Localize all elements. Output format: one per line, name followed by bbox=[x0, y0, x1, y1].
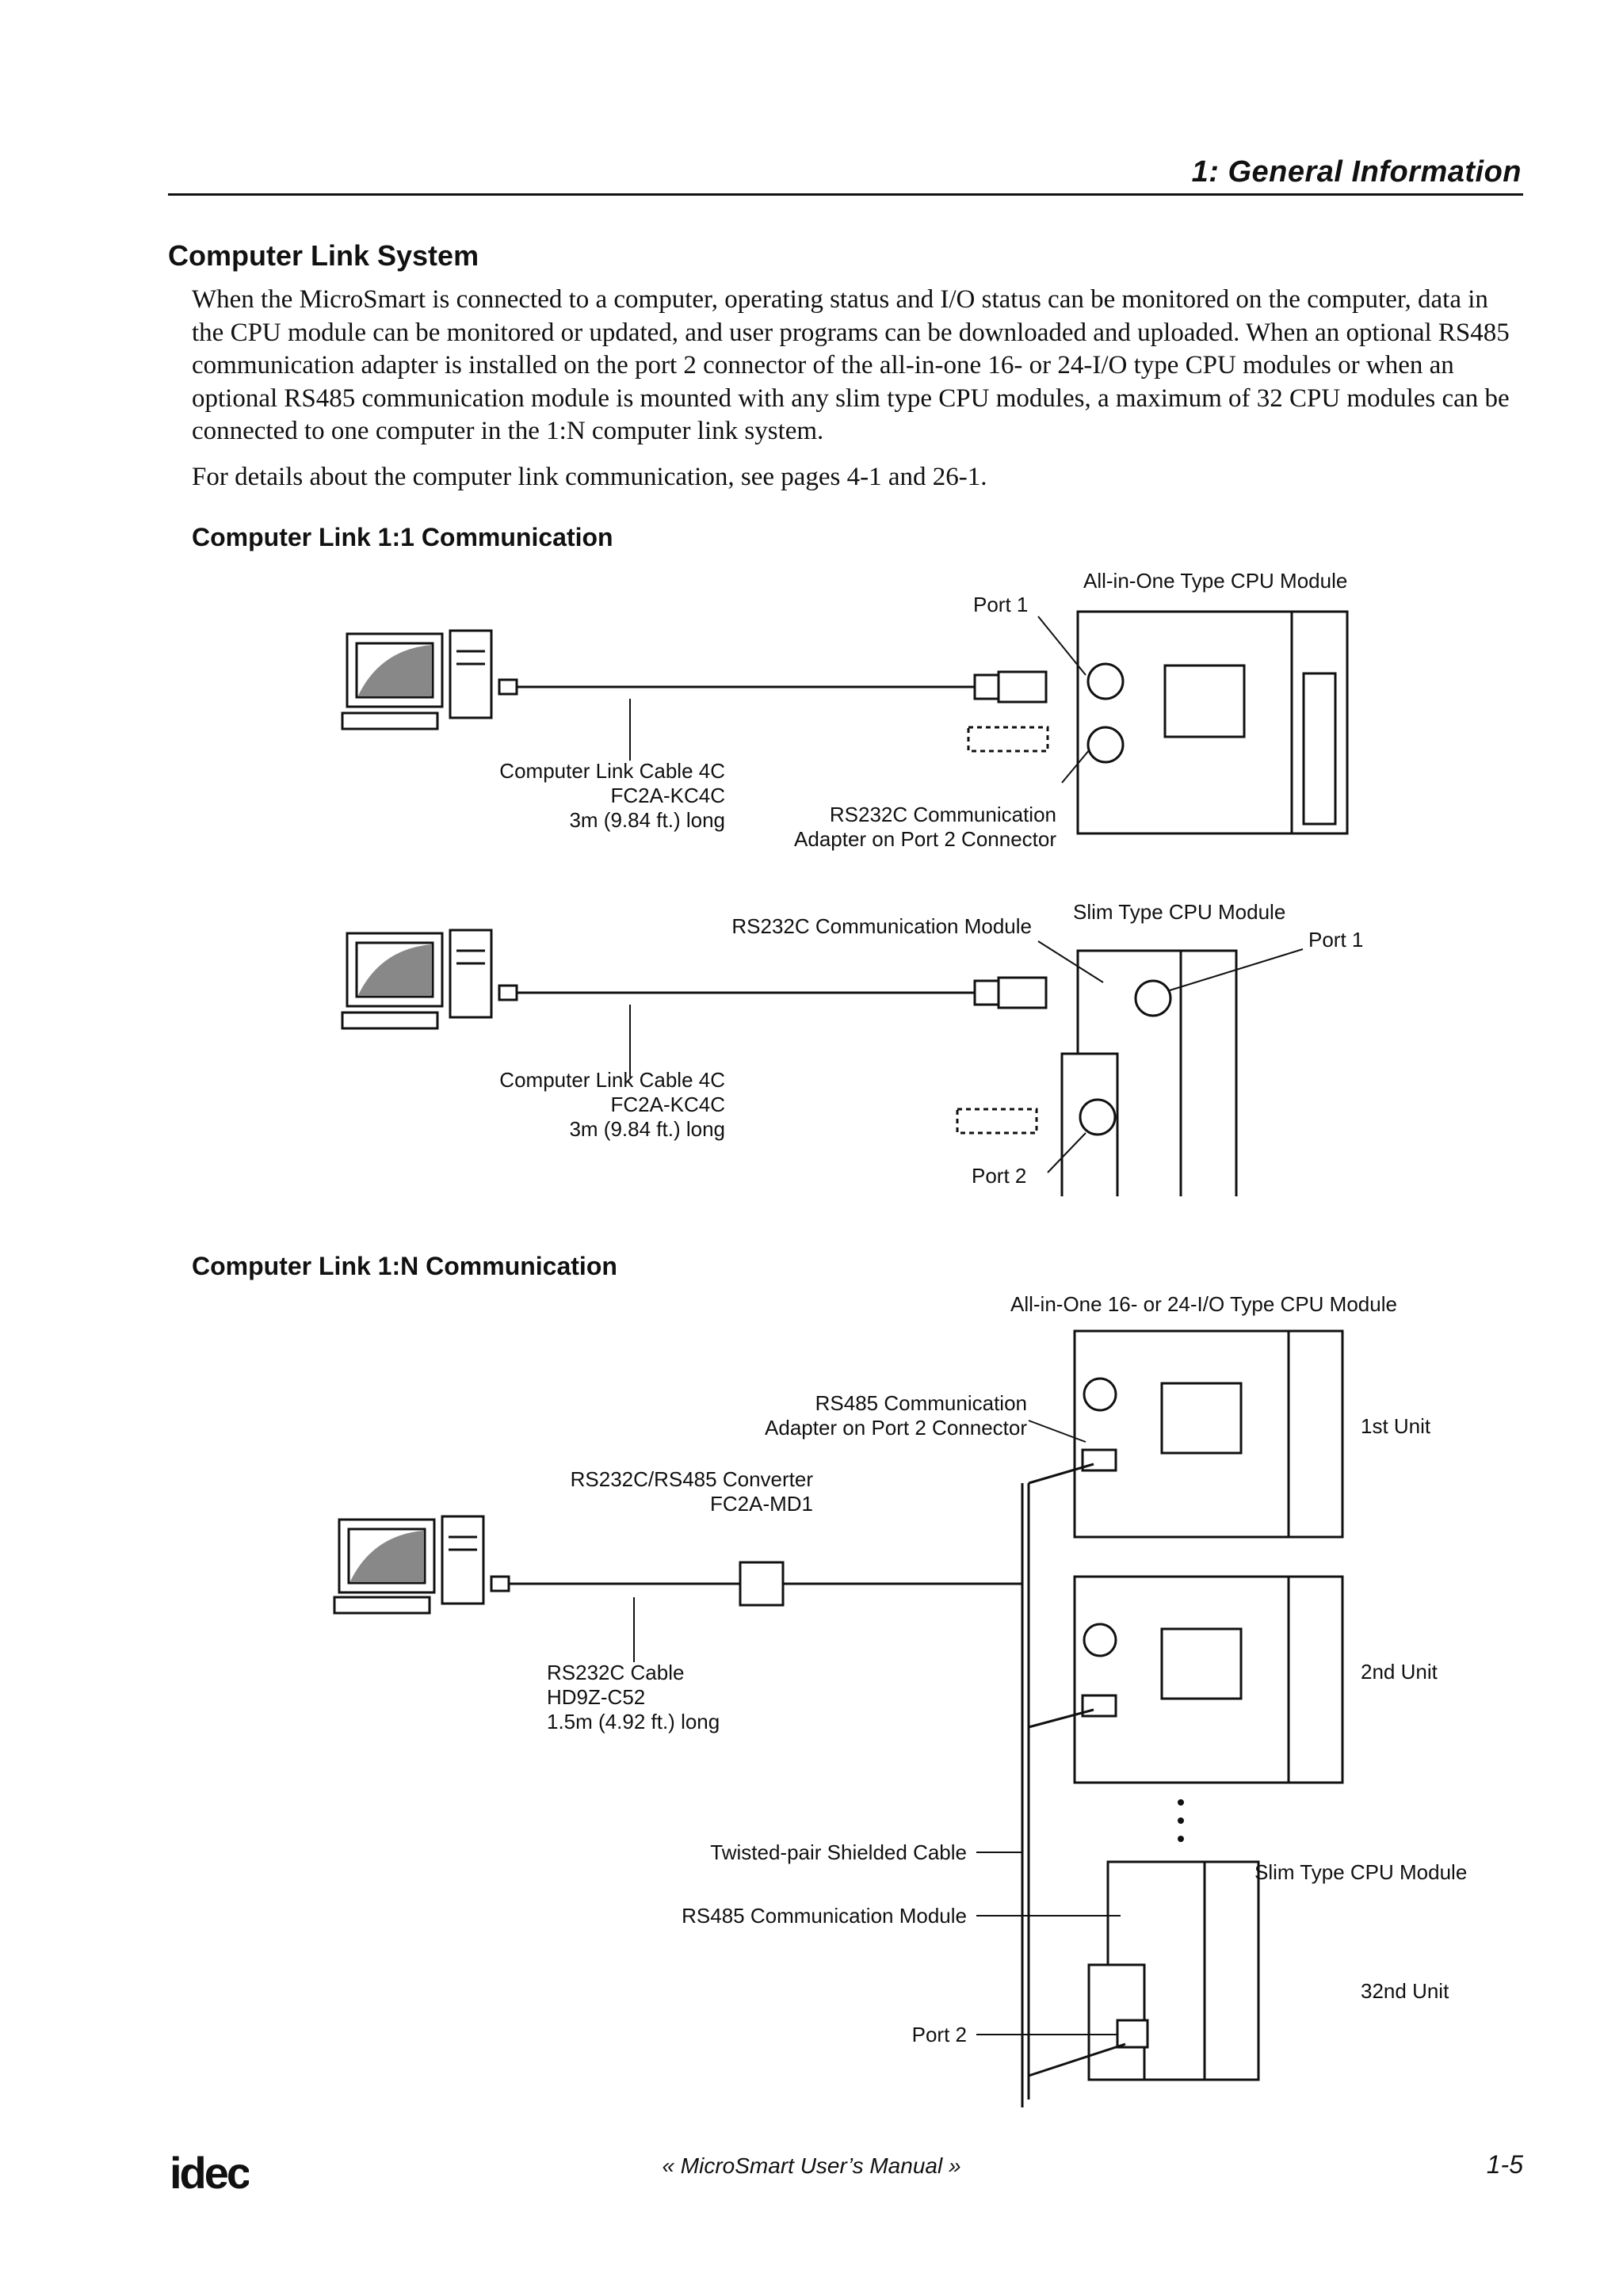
diagram-1-1-allinone: All-in-One Type CPU Module Port 1 Comput… bbox=[341, 569, 1349, 851]
ellipsis-dots bbox=[1178, 1799, 1184, 1842]
rs485-module-label: RS485 Communication Module bbox=[682, 1904, 967, 1928]
slim-port1-label: Port 1 bbox=[1308, 928, 1363, 952]
rs232c-cable-length-label: 1.5m (4.92 ft.) long bbox=[547, 1710, 720, 1733]
module-label: RS232C Communication Module bbox=[731, 914, 1032, 938]
cable2-length-label: 3m (9.84 ft.) long bbox=[569, 1117, 725, 1141]
cable-plug-right bbox=[973, 976, 1048, 1009]
converter-part-label: FC2A-MD1 bbox=[710, 1492, 813, 1516]
allinone-cpu-module bbox=[1076, 610, 1349, 835]
converter-name-label: RS232C/RS485 Converter bbox=[571, 1467, 814, 1491]
twisted-label: Twisted-pair Shielded Cable bbox=[710, 1840, 967, 1864]
diagram-1-1-slim: RS232C Communication Module Slim Type CP… bbox=[341, 900, 1363, 1196]
rs232c-cable-part-label: HD9Z-C52 bbox=[547, 1685, 645, 1709]
manual-title: « MicroSmart User’s Manual » bbox=[662, 2153, 961, 2178]
module-pointer bbox=[1037, 940, 1104, 983]
subheading-1-n: Computer Link 1:N Communication bbox=[192, 1252, 617, 1280]
cpu-unit-32-slim bbox=[1087, 1860, 1260, 2081]
adapter-label-line2: Adapter on Port 2 Connector bbox=[794, 827, 1056, 851]
adapter-label-line2: Adapter on Port 2 Connector bbox=[765, 1416, 1027, 1440]
cpu-unit-1 bbox=[1073, 1329, 1344, 1539]
allinone-label: All-in-One Type CPU Module bbox=[1083, 569, 1347, 593]
unit1-label: 1st Unit bbox=[1361, 1414, 1431, 1438]
cable-length-label: 3m (9.84 ft.) long bbox=[569, 808, 725, 832]
slim-label: Slim Type CPU Module bbox=[1073, 900, 1285, 924]
computer-icon bbox=[333, 1515, 485, 1615]
slim-port2-pointer bbox=[1047, 1132, 1086, 1173]
optional-plug-dashed bbox=[967, 726, 1049, 753]
allinone-label: All-in-One 16- or 24-I/O Type CPU Module bbox=[1010, 1292, 1397, 1316]
optional-plug-dashed bbox=[956, 1108, 1038, 1135]
cable-part-label: FC2A-KC4C bbox=[611, 784, 725, 807]
cable-plug-right bbox=[973, 670, 1048, 704]
cpu-unit-2 bbox=[1073, 1575, 1344, 1784]
intro-paragraph: When the MicroSmart is connected to a co… bbox=[192, 285, 1510, 445]
adapter-label-line1: RS232C Communication bbox=[830, 803, 1056, 826]
diagram-1-n: All-in-One 16- or 24-I/O Type CPU Module… bbox=[333, 1292, 1467, 2107]
port1-label: Port 1 bbox=[973, 593, 1028, 616]
section-heading: Computer Link System bbox=[168, 239, 479, 272]
cable2-part-label: FC2A-KC4C bbox=[611, 1093, 725, 1116]
cable-connector-left bbox=[498, 678, 518, 696]
header-rule bbox=[168, 193, 1523, 196]
unit1-drop bbox=[1028, 1463, 1094, 1485]
idec-logo: idec bbox=[170, 2149, 249, 2196]
slim-label: Slim Type CPU Module bbox=[1254, 1860, 1467, 1884]
subheading-1-1: Computer Link 1:1 Communication bbox=[192, 523, 613, 551]
unit32-label: 32nd Unit bbox=[1361, 1979, 1449, 2003]
idec-logo-text: idec bbox=[170, 2149, 249, 2196]
chapter-title: 1: General Information bbox=[1191, 155, 1522, 189]
adapter-pointer bbox=[1061, 749, 1090, 784]
slim-port1-pointer bbox=[1169, 948, 1304, 991]
port1-pointer bbox=[1037, 616, 1086, 676]
unit2-label: 2nd Unit bbox=[1361, 1660, 1438, 1684]
unit32-drop bbox=[1028, 2042, 1126, 2077]
cable-connector-left bbox=[498, 984, 518, 1001]
converter-box bbox=[739, 1561, 785, 1607]
adapter-label-line1: RS485 Communication bbox=[815, 1391, 1027, 1415]
cable2-name-label: Computer Link Cable 4C bbox=[499, 1068, 725, 1092]
details-paragraph: For details about the computer link comm… bbox=[192, 463, 987, 491]
port2-label: Port 2 bbox=[912, 2023, 967, 2046]
computer-icon bbox=[341, 929, 493, 1030]
unit2-drop bbox=[1028, 1708, 1094, 1729]
page-number: 1-5 bbox=[1486, 2150, 1523, 2179]
cable-name-label: Computer Link Cable 4C bbox=[499, 759, 725, 783]
computer-icon bbox=[341, 629, 493, 730]
rs232c-cable-name-label: RS232C Cable bbox=[547, 1661, 684, 1684]
adapter-pointer bbox=[1028, 1420, 1086, 1443]
slim-port2-label: Port 2 bbox=[972, 1164, 1026, 1188]
cable-connector-left bbox=[490, 1575, 510, 1592]
slim-cpu-module bbox=[1060, 949, 1238, 1196]
